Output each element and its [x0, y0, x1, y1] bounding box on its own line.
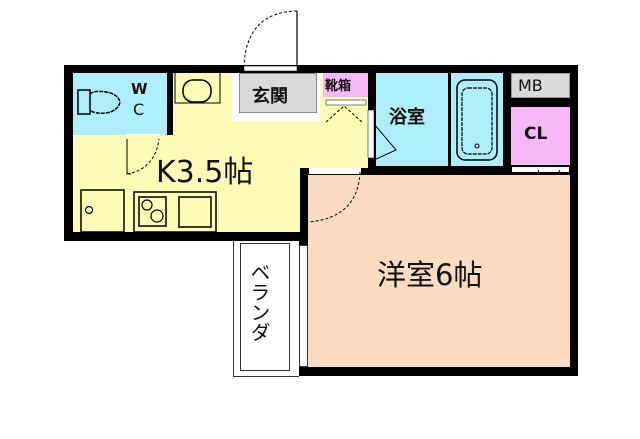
western-door-swing-icon — [307, 171, 361, 223]
room-entrance — [239, 73, 317, 113]
toilet-icon — [77, 89, 121, 115]
closet-door[interactable] — [512, 167, 569, 172]
bath-label: 浴室 — [389, 107, 425, 128]
room-bath — [376, 73, 448, 166]
room-shoe-box — [323, 73, 368, 97]
wc-label-c: C — [133, 100, 145, 119]
door-swing-icon — [126, 138, 160, 175]
room-veranda — [233, 241, 299, 377]
washbasin-icon — [174, 73, 221, 104]
room-western — [308, 175, 570, 367]
bath-door-icon[interactable] — [367, 109, 398, 161]
room-mb — [511, 73, 570, 98]
wc-label-w: W — [131, 80, 148, 98]
kitchen-label: K3.5帖 — [156, 155, 254, 190]
western-door[interactable] — [309, 168, 361, 174]
veranda-label: ベランダ — [247, 262, 271, 342]
sink-icon — [80, 189, 125, 233]
bathtub-icon — [456, 79, 498, 161]
veranda-inner — [240, 243, 290, 371]
veranda-window[interactable] — [299, 245, 308, 367]
room-kitchen-mid — [300, 135, 368, 168]
shoe-box-label: 靴箱 — [325, 79, 352, 94]
mb-label: MB — [518, 76, 543, 95]
stove-icon — [133, 191, 217, 233]
room-kitchen — [73, 135, 300, 232]
western-room-label: 洋室6帖 — [377, 258, 483, 292]
closet-label: CL — [524, 124, 548, 144]
entrance-label: 玄関 — [252, 86, 288, 107]
entrance-door-icon[interactable] — [242, 10, 302, 72]
shoe-box-door-icon — [325, 99, 367, 123]
room-closet — [511, 107, 570, 165]
